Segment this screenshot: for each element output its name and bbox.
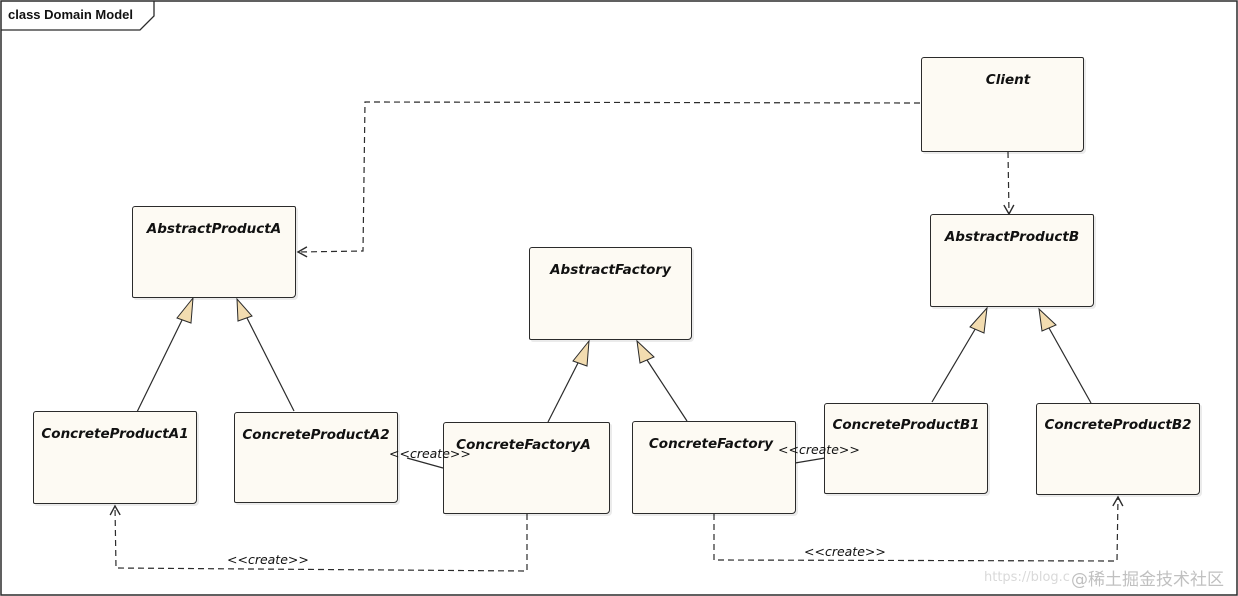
dependency-client-to-abstract-product-b — [1003, 151, 1015, 216]
generalization-arrowhead-b1 — [969, 306, 988, 334]
class-concrete-factory-a[interactable]: ConcreteFactoryA — [443, 422, 610, 514]
class-name: AbstractProductB — [944, 229, 1080, 245]
class-name: ConcreteProductB1 — [832, 417, 980, 433]
class-name: AbstractProductA — [146, 221, 282, 237]
create-link-b1 — [794, 457, 826, 464]
class-concrete-factory[interactable]: ConcreteFactory — [632, 421, 796, 514]
generalization-arrowhead-factory-a — [572, 339, 590, 367]
create-label-a1: <<create>> — [227, 552, 309, 567]
watermark-url: https://blog.c — [984, 570, 1070, 585]
class-abstract-product-b[interactable]: AbstractProductB — [930, 214, 1094, 307]
create-label-b2: <<create>> — [804, 544, 886, 559]
generalization-a1 — [136, 315, 185, 413]
generalization-factory — [646, 359, 688, 422]
class-client[interactable]: Client — [921, 57, 1084, 152]
class-name: ConcreteProductB2 — [1044, 417, 1192, 433]
frame-tab — [1, 1, 155, 31]
class-concrete-product-b2[interactable]: ConcreteProductB2 — [1036, 403, 1200, 495]
class-concrete-product-b1[interactable]: ConcreteProductB1 — [824, 403, 988, 494]
class-name: Client — [985, 72, 1031, 88]
create-label-a2: <<create>> — [389, 446, 471, 461]
generalization-arrowhead-b2 — [1038, 307, 1057, 332]
class-abstract-product-a[interactable]: AbstractProductA — [132, 206, 296, 298]
class-name: ConcreteFactoryA — [456, 437, 591, 453]
frame-title: class Domain Model — [8, 7, 133, 22]
watermark-text: @稀土掘金技术社区 — [1071, 570, 1224, 590]
class-abstract-factory[interactable]: AbstractFactory — [529, 247, 692, 340]
class-concrete-product-a2[interactable]: ConcreteProductA2 — [234, 412, 398, 503]
generalization-b1 — [931, 325, 978, 403]
generalization-arrowhead-a2 — [236, 297, 253, 322]
class-name: ConcreteProductA1 — [41, 426, 189, 442]
create-label-b1: <<create>> — [778, 442, 860, 457]
class-name: ConcreteFactory — [648, 436, 774, 452]
dependency-client-to-abstract-product-a — [296, 101, 921, 258]
generalization-arrowhead-a1 — [176, 296, 194, 324]
generalization-factory-a — [547, 358, 581, 423]
generalization-arrowhead-factory — [636, 339, 655, 364]
class-name: ConcreteProductA2 — [242, 427, 390, 443]
class-name: AbstractFactory — [550, 262, 671, 278]
create-link-a1 — [109, 504, 528, 572]
class-concrete-product-a1[interactable]: ConcreteProductA1 — [33, 411, 197, 504]
create-link-b2 — [713, 495, 1124, 562]
create-link-a2 — [406, 457, 444, 469]
generalization-a2 — [246, 317, 295, 412]
generalization-b2 — [1048, 327, 1092, 404]
